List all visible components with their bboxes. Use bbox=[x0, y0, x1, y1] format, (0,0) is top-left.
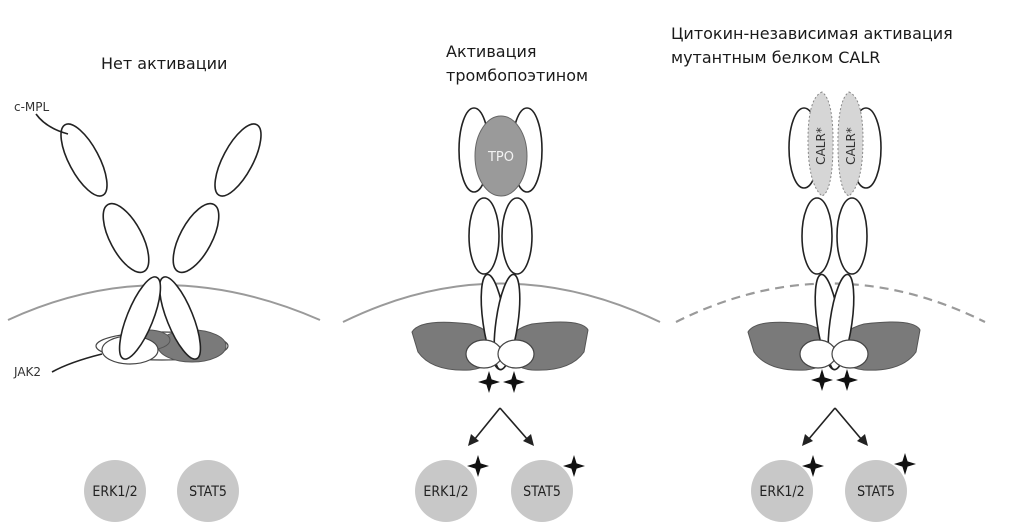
panel2-erk-label: ERK1/2 bbox=[423, 484, 468, 500]
panel3-calr-label-left: CALR* bbox=[814, 127, 828, 165]
panel1-kinase-label: JAK2 bbox=[13, 365, 41, 379]
panel1-erk-label: ERK1/2 bbox=[92, 484, 137, 500]
panel1-left-ecd-lower bbox=[94, 197, 158, 279]
panel1-receptor-label: c-MPL bbox=[14, 100, 50, 114]
panel3-erk-label: ERK1/2 bbox=[759, 484, 804, 500]
panel3-left-ecd-lower bbox=[802, 198, 832, 274]
panel3-jak2-light-right bbox=[832, 340, 868, 368]
panel1-right-ecd-lower bbox=[164, 197, 228, 279]
panel1-left-ecd-upper bbox=[52, 118, 116, 203]
panel1-right-ecd-upper bbox=[206, 118, 270, 203]
panel2-right-ecd-lower bbox=[502, 198, 532, 274]
panel3: CALR* CALR* ERK1/2 STAT5 bbox=[676, 92, 985, 522]
panel2-phospho-star-right bbox=[503, 371, 525, 393]
panel1-kinase-leader bbox=[52, 354, 102, 372]
panel2-left-ecd-lower bbox=[469, 198, 499, 274]
panel2-tpo-label: TPO bbox=[487, 150, 514, 165]
panel3-arrow-right bbox=[835, 408, 862, 440]
panel3-right-ecd-lower bbox=[837, 198, 867, 274]
panel2-jak2-light-right bbox=[498, 340, 534, 368]
panel3-phospho-star-left bbox=[811, 369, 833, 391]
panel3-arrow-left bbox=[808, 408, 835, 440]
panel1-stat-label: STAT5 bbox=[189, 484, 227, 500]
panel3-phospho-star-right bbox=[836, 369, 858, 391]
panel1: c-MPL JAK2 ERK1/2 STAT5 bbox=[8, 100, 320, 522]
panel3-calr-label-right: CALR* bbox=[844, 127, 858, 165]
panel2-arrow-left bbox=[474, 408, 500, 440]
panel2-stat-label: STAT5 bbox=[523, 484, 561, 500]
panel3-jak2-light-left bbox=[800, 340, 836, 368]
panel2-phospho-star-left bbox=[478, 371, 500, 393]
panel2-jak2-light-left bbox=[466, 340, 502, 368]
panel3-stat-label: STAT5 bbox=[857, 484, 895, 500]
panel2-arrow-right bbox=[500, 408, 528, 440]
panel2: TPO ERK1/2 STAT5 bbox=[343, 108, 660, 522]
